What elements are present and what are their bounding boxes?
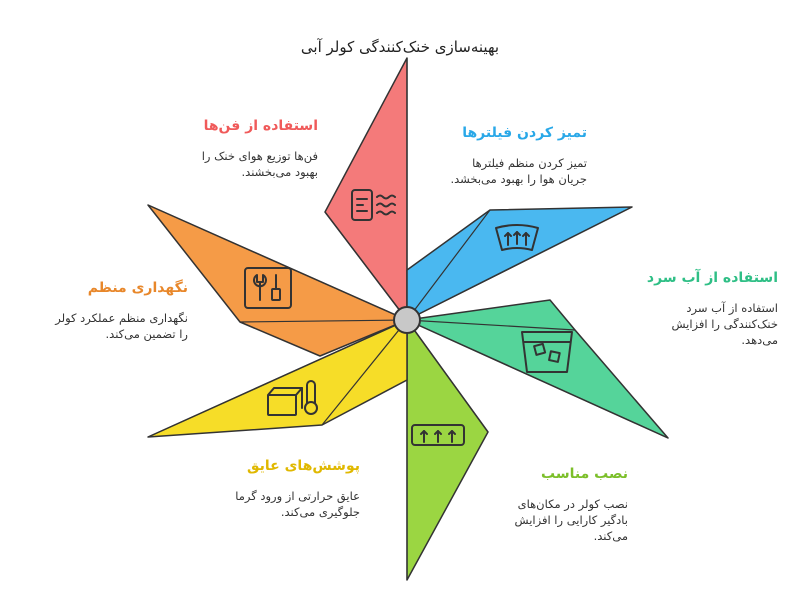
- heading-filters: تمیز کردن فیلترها: [462, 125, 587, 141]
- blade-installation: [406, 319, 489, 581]
- filter-airflow-icon: [495, 224, 539, 251]
- label-block-installation: نصب مناسب نصب کولر در مکان‌های بادگیر کا…: [515, 466, 628, 544]
- page-title: بهینه‌سازی خنک‌کنندگی کولر آبی: [300, 38, 500, 56]
- label-block-insulation: پوشش‌های عایق عایق حرارتی از ورود گرما ج…: [235, 458, 360, 520]
- desc-filters: تمیز کردن منظم فیلترها جریان هوا را بهبو…: [450, 156, 587, 186]
- heading-fans: استفاده از فن‌ها: [203, 118, 318, 134]
- heading-maintenance: نگهداری منظم: [87, 280, 188, 296]
- fan-heat-icon: [351, 189, 396, 221]
- ice-water-icon: [521, 331, 573, 373]
- desc-maintenance: نگهداری منظم عملکرد کولر را تضمین می‌کند…: [55, 311, 188, 341]
- center-hub: [393, 306, 421, 334]
- label-block-cold-water: استفاده از آب سرد استفاده از آب سرد خنک‌…: [647, 270, 778, 348]
- air-vent-icon: [411, 424, 465, 446]
- desc-fans: فن‌ها توزیع هوای خنک را بهبود می‌بخشند.: [201, 149, 318, 179]
- box-thermometer-icon: [267, 380, 318, 416]
- label-block-fans: استفاده از فن‌ها فن‌ها توزیع هوای خنک را…: [202, 118, 318, 180]
- label-block-filters: تمیز کردن فیلترها تمیز کردن منظم فیلترها…: [450, 125, 587, 187]
- heading-cold-water: استفاده از آب سرد: [646, 270, 778, 286]
- desc-cold-water: استفاده از آب سرد خنک‌کنندگی را افزایش م…: [671, 301, 778, 347]
- label-block-maintenance: نگهداری منظم نگهداری منظم عملکرد کولر را…: [55, 280, 188, 342]
- desc-insulation: عایق حرارتی از ورود گرما جلوگیری می‌کند.: [235, 489, 360, 519]
- toolbox-icon: [244, 267, 292, 309]
- heading-installation: نصب مناسب: [541, 466, 628, 482]
- desc-installation: نصب کولر در مکان‌های بادگیر کارایی را اف…: [514, 497, 628, 543]
- heading-insulation: پوشش‌های عایق: [247, 458, 360, 474]
